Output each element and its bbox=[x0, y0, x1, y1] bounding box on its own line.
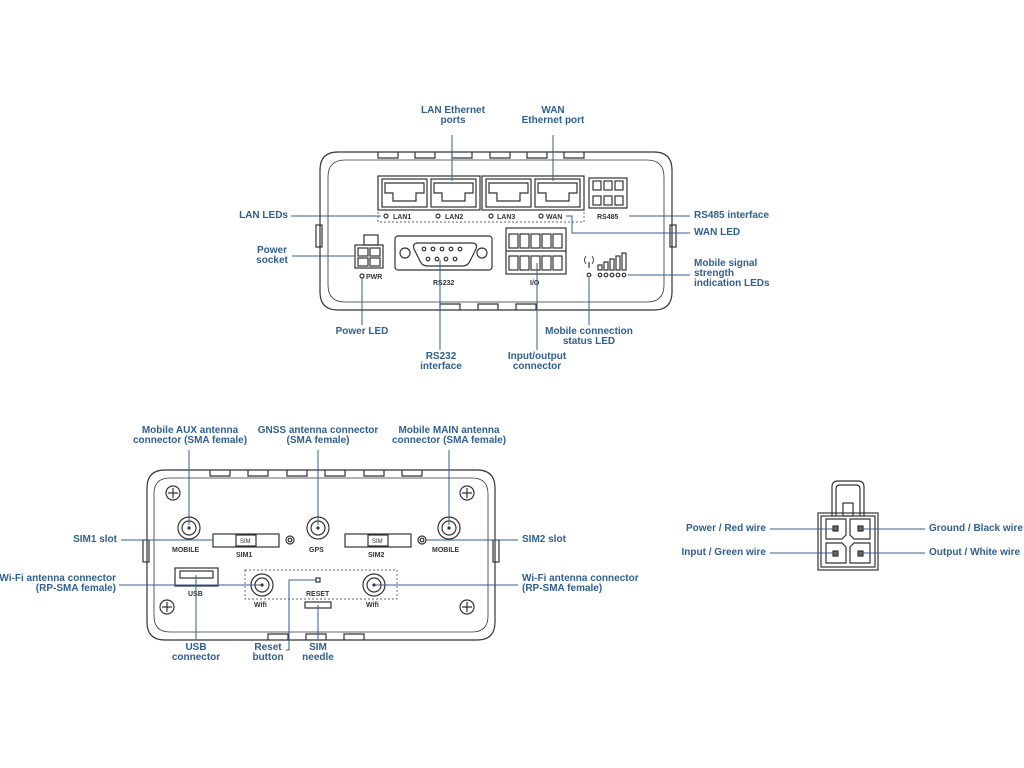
label-line: indication LEDs bbox=[694, 278, 770, 289]
back-panel-device bbox=[142, 469, 500, 641]
label-line: Reset bbox=[254, 642, 282, 653]
label-io-connector: Input/output connector bbox=[508, 352, 566, 372]
label-wan-led: WAN LED bbox=[694, 227, 741, 238]
label-wifi-left: Wi-Fi antenna connector (RP-SMA female) bbox=[0, 574, 116, 594]
device-text-mobile-left: MOBILE bbox=[172, 547, 200, 554]
label-line: USB bbox=[185, 642, 207, 653]
label-input-green-wire: Input / Green wire bbox=[681, 547, 766, 558]
label-mobile-signal-leds: Mobile signal strength indication LEDs bbox=[694, 259, 770, 289]
label-rs232-interface: RS232 interface bbox=[420, 352, 462, 372]
label-line: Mobile connection bbox=[545, 326, 633, 337]
rs232-port bbox=[394, 235, 493, 271]
front-panel-device bbox=[315, 151, 677, 311]
label-line: GNSS antenna connector bbox=[257, 425, 379, 436]
device-text-usb: USB bbox=[188, 591, 203, 598]
power-socket bbox=[354, 234, 384, 279]
label-line: button bbox=[252, 652, 284, 663]
sim2-slot-drawing bbox=[344, 533, 412, 548]
label-ground-black-wire: Ground / Black wire bbox=[929, 523, 1023, 534]
leader-wan-led bbox=[566, 215, 690, 234]
label-lan-leds: LAN LEDs bbox=[239, 210, 288, 221]
label-line: Mobile signal bbox=[694, 258, 758, 269]
label-line: strength bbox=[694, 268, 734, 279]
screw-top-right bbox=[459, 485, 475, 501]
reset-button-drawing bbox=[315, 577, 321, 583]
label-line: ports bbox=[440, 115, 466, 126]
label-wan-ethernet-port: WAN Ethernet port bbox=[522, 106, 585, 126]
label-power-led: Power LED bbox=[335, 326, 389, 337]
label-power-socket: Power socket bbox=[256, 246, 288, 266]
label-rs485-interface: RS485 interface bbox=[694, 210, 770, 221]
device-text-wan: WAN bbox=[546, 214, 562, 221]
device-text-mobile-right: MOBILE bbox=[432, 547, 460, 554]
device-text-pwr: PWR bbox=[366, 274, 382, 281]
device-text-reset: RESET bbox=[306, 591, 330, 598]
leader-reset bbox=[286, 579, 316, 651]
label-line: RS232 bbox=[425, 351, 457, 362]
label-usb-connector: USB connector bbox=[172, 643, 220, 663]
label-line: Mobile MAIN antenna bbox=[398, 425, 500, 436]
ethernet-port-wan bbox=[534, 178, 581, 208]
label-line: Wi-Fi antenna connector bbox=[0, 573, 116, 584]
label-line: Power bbox=[256, 245, 287, 256]
ethernet-port-lan3 bbox=[485, 178, 532, 208]
device-text-rs232: RS232 bbox=[433, 280, 455, 287]
device-text-wifi-left: Wifi bbox=[254, 602, 267, 609]
device-text-lan1: LAN1 bbox=[393, 214, 411, 221]
label-mobile-aux-antenna: Mobile AUX antenna connector (SMA female… bbox=[133, 426, 247, 446]
label-line: SIM bbox=[309, 642, 327, 653]
device-text-gps: GPS bbox=[309, 547, 324, 554]
label-line: socket bbox=[256, 255, 288, 266]
device-text-rs485: RS485 bbox=[597, 214, 619, 221]
label-sim2-slot: SIM2 slot bbox=[522, 534, 566, 545]
screw-top-left bbox=[165, 485, 181, 501]
label-output-white-wire: Output / White wire bbox=[929, 547, 1021, 558]
label-power-red-wire: Power / Red wire bbox=[685, 523, 766, 534]
label-line: interface bbox=[420, 361, 462, 372]
label-line: Mobile AUX antenna bbox=[141, 425, 239, 436]
label-line: Input/output bbox=[507, 351, 567, 362]
device-text-io: I/O bbox=[530, 280, 540, 287]
io-terminal-block bbox=[505, 227, 567, 275]
device-text-sim2: SIM2 bbox=[368, 552, 384, 559]
label-lan-ethernet-ports: LAN Ethernet ports bbox=[421, 106, 485, 126]
device-text-sim-tag-1: SIM bbox=[240, 539, 251, 545]
label-line: connector (SMA female) bbox=[132, 435, 248, 446]
ethernet-port-lan2 bbox=[430, 178, 477, 208]
label-mobile-main-antenna: Mobile MAIN antenna connector (SMA femal… bbox=[392, 426, 506, 446]
screw-bottom-right bbox=[459, 599, 475, 615]
label-line: Wi-Fi antenna connector bbox=[522, 573, 639, 584]
callout-lines bbox=[119, 135, 925, 651]
label-reset-button: Reset button bbox=[252, 643, 283, 663]
label-sim1-slot: SIM1 slot bbox=[73, 534, 117, 545]
power-connector-drawing bbox=[817, 480, 879, 571]
label-line: LAN Ethernet bbox=[421, 105, 485, 116]
label-line: connector bbox=[171, 652, 221, 663]
label-mobile-connection-status-led: Mobile connection status LED bbox=[545, 327, 633, 347]
rs485-connector bbox=[588, 177, 628, 209]
label-line: needle bbox=[302, 652, 334, 663]
label-sim-needle: SIM needle bbox=[302, 643, 334, 663]
label-gnss-antenna: GNSS antenna connector (SMA female) bbox=[258, 426, 379, 446]
label-wifi-right: Wi-Fi antenna connector (RP-SMA female) bbox=[522, 574, 639, 594]
device-text-sim-tag-2: SIM bbox=[372, 539, 383, 545]
ethernet-port-lan1 bbox=[381, 178, 428, 208]
label-line: connector bbox=[512, 361, 562, 372]
device-text-lan3: LAN3 bbox=[497, 214, 515, 221]
label-line: (SMA female) bbox=[286, 435, 350, 446]
label-line: (RP-SMA female) bbox=[35, 583, 116, 594]
screw-bottom-left bbox=[159, 599, 175, 615]
label-line: connector (SMA female) bbox=[391, 435, 507, 446]
label-line: (RP-SMA female) bbox=[522, 583, 603, 594]
label-line: status LED bbox=[562, 336, 616, 347]
device-text-lan2: LAN2 bbox=[445, 214, 463, 221]
signal-strength-leds bbox=[584, 252, 627, 278]
device-text-sim1: SIM1 bbox=[236, 552, 252, 559]
label-line: WAN bbox=[541, 105, 565, 116]
device-text-wifi-right: Wifi bbox=[366, 602, 379, 609]
label-line: Ethernet port bbox=[521, 115, 585, 126]
